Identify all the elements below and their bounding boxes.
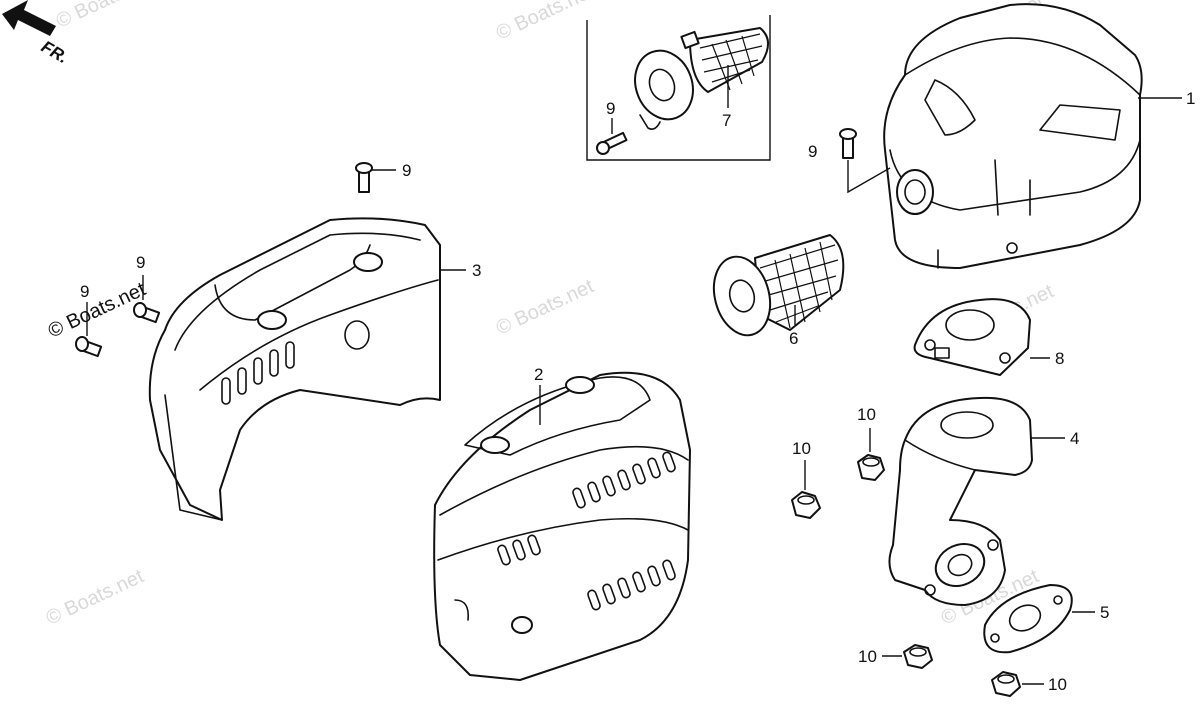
callout-9: 9 bbox=[606, 99, 615, 118]
callout-5: 5 bbox=[1100, 603, 1109, 622]
watermark: © Boats.net bbox=[43, 565, 148, 629]
callout-10: 10 bbox=[1048, 675, 1067, 694]
callout-10: 10 bbox=[792, 439, 811, 458]
callout-1: 1 bbox=[1186, 89, 1195, 108]
watermark: © Boats.net bbox=[53, 0, 158, 33]
callout-4: 4 bbox=[1070, 429, 1079, 448]
nut bbox=[903, 644, 933, 669]
callout-7: 7 bbox=[722, 111, 731, 130]
callout-10: 10 bbox=[858, 647, 877, 666]
screw-left-top bbox=[355, 162, 373, 193]
callout-6: 6 bbox=[789, 329, 798, 348]
callout-9: 9 bbox=[402, 161, 411, 180]
gasket-upper bbox=[913, 298, 1031, 376]
nut bbox=[857, 454, 885, 481]
callout-9: 9 bbox=[136, 253, 145, 272]
cover-slots bbox=[221, 341, 295, 405]
inset-frame bbox=[586, 15, 771, 161]
spark-arrester-inset bbox=[634, 27, 769, 130]
front-arrow-icon bbox=[2, 0, 56, 36]
muffler-protector bbox=[433, 371, 691, 681]
callout-9: 9 bbox=[808, 142, 817, 161]
screw-left-mid bbox=[133, 302, 161, 324]
protector-slots bbox=[497, 451, 676, 611]
callout-9: 9 bbox=[80, 282, 89, 301]
callout-2: 2 bbox=[534, 365, 543, 384]
screw-left-low bbox=[75, 336, 103, 358]
direction-label: FR. bbox=[38, 37, 71, 67]
watermark: © Boats.net bbox=[493, 0, 598, 45]
muffler bbox=[883, 3, 1143, 269]
screw-muffler bbox=[839, 128, 857, 159]
nut bbox=[991, 671, 1021, 697]
inset-screw bbox=[596, 131, 628, 155]
watermark: © Boats.net bbox=[493, 275, 598, 339]
callout-3: 3 bbox=[472, 261, 481, 280]
gasket-lower bbox=[983, 584, 1073, 654]
exhaust-pipe bbox=[888, 396, 1033, 606]
callout-10: 10 bbox=[857, 405, 876, 424]
spark-arrester bbox=[712, 234, 845, 337]
exhaust-cover bbox=[148, 217, 441, 521]
callout-8: 8 bbox=[1055, 349, 1064, 368]
nut bbox=[791, 491, 821, 519]
inset-box: 7 9 bbox=[586, 15, 771, 161]
